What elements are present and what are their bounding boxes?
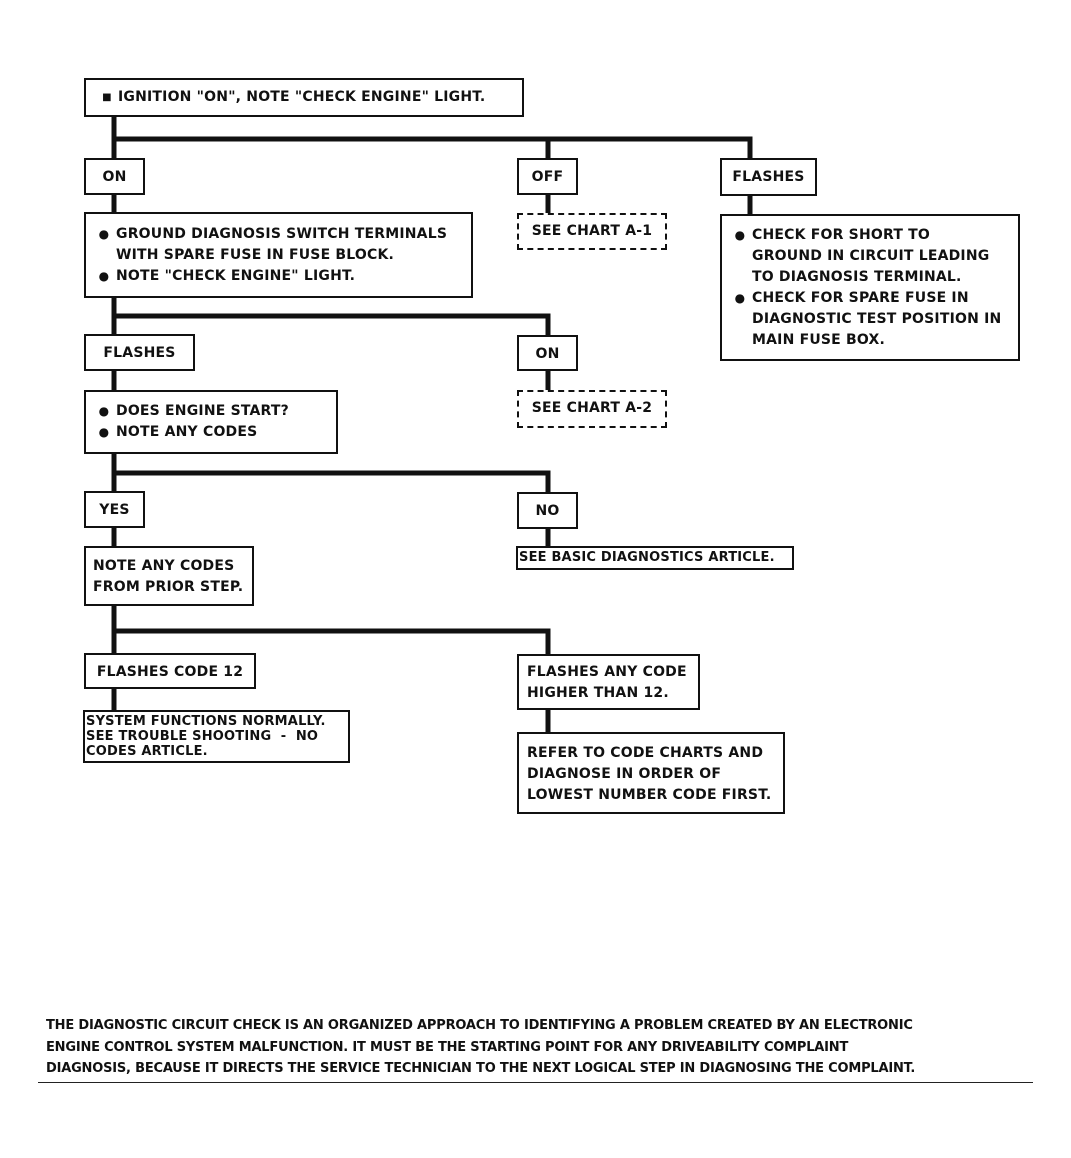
bullet-icon: ● — [734, 291, 746, 305]
basic-diagnostics-box: SEE BASIC DIAGNOSTICS ARTICLE. — [516, 546, 794, 570]
higher-code-line: HIGHER THAN 12. — [527, 685, 669, 701]
ground-step-box: ● GROUND DIAGNOSIS SWITCH TERMINALS WITH… — [84, 212, 473, 298]
bullet-icon: ● — [98, 404, 110, 418]
ground-step-line: NOTE "CHECK ENGINE" LIGHT. — [116, 268, 356, 284]
footer-description: THE DIAGNOSTIC CIRCUIT CHECK IS AN ORGAN… — [46, 1015, 1036, 1080]
see-chart-a2-box: SEE CHART A-2 — [517, 390, 667, 428]
no-label-box: NO — [517, 492, 578, 529]
flashes2-label-box: FLASHES — [84, 334, 195, 371]
flashes-detail-line: GROUND IN CIRCUIT LEADING — [752, 248, 990, 264]
note-codes-box: NOTE ANY CODES FROM PRIOR STEP. — [84, 546, 254, 606]
code12-label-box: FLASHES CODE 12 — [84, 653, 256, 689]
flashes-detail-line: CHECK FOR SHORT TO — [752, 227, 930, 243]
refer-codes-line: DIAGNOSE IN ORDER OF — [527, 766, 722, 782]
no-label: NO — [535, 503, 560, 519]
off-label: OFF — [531, 169, 564, 185]
flashes2-label: FLASHES — [103, 345, 176, 361]
flashes-detail-line: MAIN FUSE BOX. — [752, 332, 886, 348]
footer-line: DIAGNOSIS, BECAUSE IT DIRECTS THE SERVIC… — [46, 1061, 916, 1076]
bullet-icon: ● — [98, 269, 110, 283]
system-normal-line: CODES ARTICLE. — [86, 744, 208, 759]
see-chart-a1-text: SEE CHART A-1 — [531, 223, 653, 239]
bullet-icon: ● — [98, 425, 110, 439]
system-normal-box: SYSTEM FUNCTIONS NORMALLY. SEE TROUBLE S… — [83, 710, 350, 763]
see-chart-a1-box: SEE CHART A-1 — [517, 213, 667, 250]
footer-line: THE DIAGNOSTIC CIRCUIT CHECK IS AN ORGAN… — [46, 1018, 913, 1033]
on-label-box: ON — [84, 158, 145, 195]
flashes-detail-box: ● CHECK FOR SHORT TO GROUND IN CIRCUIT L… — [720, 214, 1020, 361]
see-chart-a2-text: SEE CHART A-2 — [531, 400, 653, 416]
on2-label-box: ON — [517, 335, 578, 371]
on-label: ON — [102, 169, 127, 185]
flashes-detail-line: TO DIAGNOSIS TERMINAL. — [752, 269, 962, 285]
ground-step-line: WITH SPARE FUSE IN FUSE BLOCK. — [116, 247, 395, 263]
ground-step-line: GROUND DIAGNOSIS SWITCH TERMINALS — [116, 226, 448, 242]
start-step-text: IGNITION "ON", NOTE "CHECK ENGINE" LIGHT… — [118, 89, 486, 105]
flashes-detail-line: DIAGNOSTIC TEST POSITION IN — [752, 311, 1002, 327]
start-step-box: ■ IGNITION "ON", NOTE "CHECK ENGINE" LIG… — [84, 78, 524, 117]
refer-codes-line: REFER TO CODE CHARTS AND — [527, 745, 764, 761]
off-label-box: OFF — [517, 158, 578, 195]
note-codes-line: FROM PRIOR STEP. — [93, 579, 244, 595]
flashes-label: FLASHES — [732, 169, 805, 185]
refer-codes-box: REFER TO CODE CHARTS AND DIAGNOSE IN ORD… — [517, 732, 785, 814]
flashes-detail-line: CHECK FOR SPARE FUSE IN — [752, 290, 969, 306]
basic-diagnostics-text: SEE BASIC DIAGNOSTICS ARTICLE. — [519, 550, 775, 565]
code12-label: FLASHES CODE 12 — [96, 664, 244, 680]
on2-label: ON — [535, 346, 560, 362]
bullet-icon: ● — [98, 227, 110, 241]
flashes-label-box: FLASHES — [720, 158, 817, 196]
footer-line: ENGINE CONTROL SYSTEM MALFUNCTION. IT MU… — [46, 1039, 849, 1055]
footer-rule — [38, 1082, 1033, 1083]
connector-engine-branch — [111, 450, 551, 495]
higher-code-box: FLASHES ANY CODE HIGHER THAN 12. — [517, 654, 700, 710]
connector-note-branch — [111, 602, 551, 657]
higher-code-line: FLASHES ANY CODE — [527, 664, 687, 680]
connector-ground-branch — [111, 294, 551, 338]
engine-step-box: ● DOES ENGINE START? ● NOTE ANY CODES — [84, 390, 338, 454]
bullet-icon: ● — [734, 228, 746, 242]
yes-label: YES — [99, 502, 130, 518]
square-bullet-icon: ■ — [102, 92, 112, 103]
note-codes-line: NOTE ANY CODES — [93, 558, 235, 574]
engine-step-line: NOTE ANY CODES — [116, 424, 258, 440]
system-normal-line: SYSTEM FUNCTIONS NORMALLY. — [86, 714, 326, 729]
engine-step-line: DOES ENGINE START? — [116, 403, 289, 419]
system-normal-line: SEE TROUBLE SHOOTING - NO — [86, 729, 319, 744]
yes-label-box: YES — [84, 491, 145, 528]
connector-start-branch — [111, 113, 753, 161]
refer-codes-line: LOWEST NUMBER CODE FIRST. — [527, 787, 772, 803]
